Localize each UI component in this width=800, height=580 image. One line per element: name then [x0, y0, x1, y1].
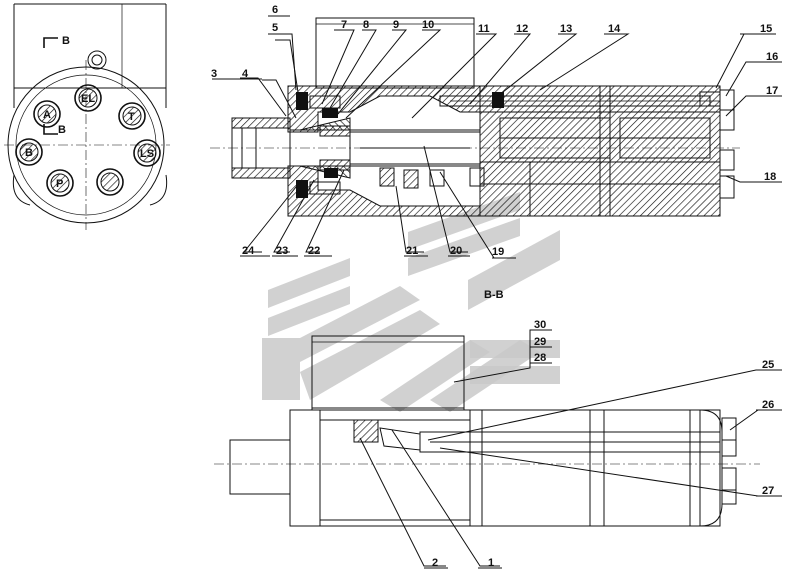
callout-1: 1: [488, 557, 494, 569]
svg-text:A: A: [43, 109, 51, 121]
callout-16: 16: [766, 51, 778, 63]
callout-4: 4: [242, 68, 249, 80]
longitudinal-section: [210, 17, 740, 217]
callout-10: 10: [422, 19, 434, 31]
callout-17: 17: [766, 85, 778, 97]
callout-7: 7: [341, 19, 347, 31]
callout-21: 21: [406, 245, 418, 257]
callout-9: 9: [393, 19, 399, 31]
svg-text:P: P: [56, 178, 63, 190]
callout-2: 2: [432, 557, 438, 569]
port-ls: LS: [133, 139, 161, 167]
port-b: B: [15, 138, 43, 166]
svg-text:T: T: [128, 111, 135, 123]
callout-20: 20: [450, 245, 462, 257]
port-t: T: [118, 102, 146, 130]
svg-text:B: B: [62, 35, 70, 47]
callout-labels: 3 4 6 5 7 8 9 10 11 12 13 14 15 16 17 18…: [211, 4, 778, 569]
end-view: EL A T B LS P B B: [4, 3, 170, 230]
port-p: P: [46, 169, 74, 197]
callout-23: 23: [276, 245, 288, 257]
callout-14: 14: [608, 23, 621, 35]
callout-3: 3: [211, 68, 217, 80]
section-mark-bottom: B: [43, 124, 66, 136]
callout-5: 5: [272, 22, 278, 34]
callout-28: 28: [534, 352, 546, 364]
svg-text:B: B: [58, 124, 66, 136]
port-a: A: [33, 100, 61, 128]
callout-18: 18: [764, 171, 776, 183]
callout-30: 30: [534, 319, 546, 331]
callout-8: 8: [363, 19, 369, 31]
callout-25: 25: [762, 359, 774, 371]
callout-13: 13: [560, 23, 572, 35]
port-el: EL: [74, 84, 102, 112]
callout-26: 26: [762, 399, 774, 411]
svg-text:EL: EL: [81, 93, 95, 105]
callout-19: 19: [492, 246, 504, 258]
callout-27: 27: [762, 485, 774, 497]
callout-11: 11: [478, 23, 490, 35]
section-mark-top: B: [43, 35, 70, 48]
callout-6: 6: [272, 4, 278, 16]
outside-view: B-B: [214, 289, 760, 527]
leader-lines: [212, 15, 782, 569]
watermark-logo: [262, 192, 560, 412]
callout-12: 12: [516, 23, 528, 35]
callout-15: 15: [760, 23, 772, 35]
svg-text:LS: LS: [140, 148, 154, 160]
callout-29: 29: [534, 336, 546, 348]
callout-24: 24: [242, 245, 255, 257]
callout-22: 22: [308, 245, 320, 257]
svg-text:B: B: [25, 147, 33, 159]
section-title: B-B: [484, 289, 504, 301]
